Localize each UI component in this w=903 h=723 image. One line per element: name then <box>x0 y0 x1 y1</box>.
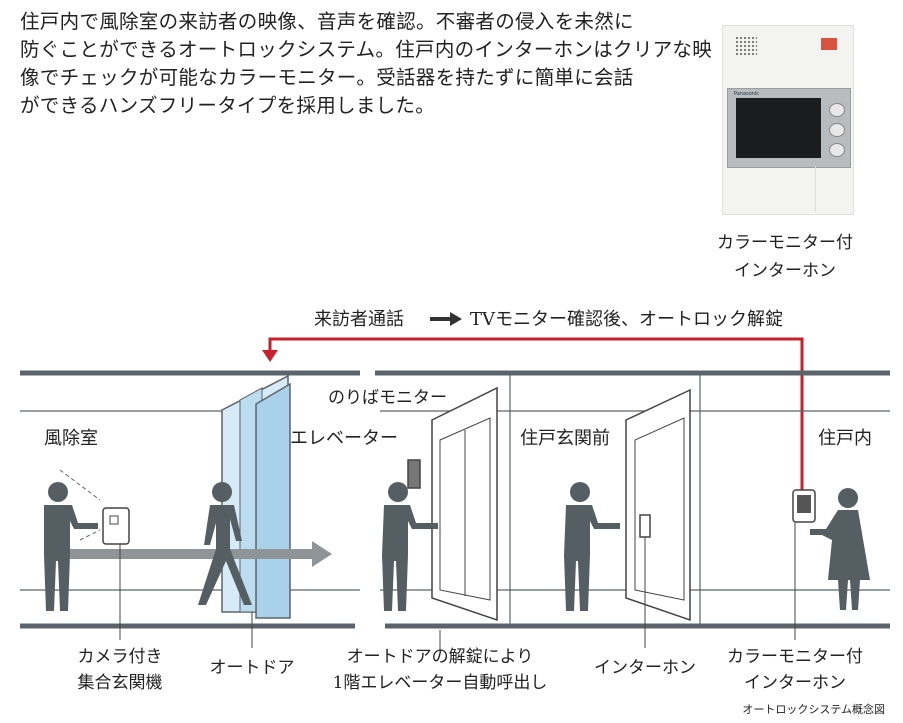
entrance-person-icon <box>564 482 620 611</box>
label-landing-monitor: のりばモニター <box>328 388 447 408</box>
door-intercom-icon <box>639 514 651 538</box>
label-monitor-intercom-2: インターホン <box>744 673 846 693</box>
home-monitor-icon <box>792 489 816 640</box>
label-elevator-call-1: オートドアの解錠により <box>347 647 534 667</box>
intro-line: ができるハンズフリータイプを採用しました。 <box>20 94 436 117</box>
monitor-button <box>829 103 845 117</box>
indicator-badge <box>821 38 837 50</box>
walking-person-icon <box>198 482 252 605</box>
elevator-door <box>407 386 498 650</box>
movement-arrow-icon <box>70 541 332 567</box>
landing-monitor-icon <box>407 459 421 489</box>
signal-arrow-icon <box>262 350 278 362</box>
monitor-panel: Panasonic <box>727 88 851 168</box>
camera-panel-icon <box>59 469 130 640</box>
label-entrance: 住戸玄関前 <box>520 428 610 449</box>
monitor-button <box>829 143 845 157</box>
figure-caption: オートロックシステム概念図 <box>742 702 885 716</box>
speaker-grille-icon <box>735 36 757 56</box>
label-elevator-call-2: 1階エレベーター自動呼出し <box>333 673 548 693</box>
label-camera-panel-1: カメラ付き <box>78 647 163 667</box>
visitor-person-icon <box>44 482 98 611</box>
flow-step-unlock: TVモニター確認後、オートロック解錠 <box>470 309 783 330</box>
resident-person-icon <box>810 488 870 610</box>
device-caption-1: カラーモニター付 <box>717 233 853 253</box>
flow-arrow-icon <box>430 312 462 326</box>
entrance-door <box>625 388 691 648</box>
label-vestibule: 風除室 <box>44 428 98 449</box>
label-auto-door: オートドア <box>210 658 295 678</box>
flow-step-call: 来訪者通話 <box>314 309 404 330</box>
monitor-screen <box>736 98 821 158</box>
label-elevator: エレベーター <box>290 428 398 449</box>
device-lower-panel <box>815 166 852 212</box>
intro-line: 防ぐことができるオートロックシステム。住戸内のインターホンはクリアな映 <box>20 38 713 61</box>
elevator-person-icon <box>382 482 438 611</box>
label-dwelling: 住戸内 <box>818 428 872 449</box>
brand-logo: Panasonic <box>734 91 760 97</box>
label-door-intercom: インターホン <box>594 658 696 678</box>
device-caption-2: インターホン <box>734 261 836 281</box>
monitor-button <box>829 123 845 137</box>
intro-line: 像でチェックが可能なカラーモニター。受話器を持たずに簡単に会話 <box>20 66 634 89</box>
signal-path <box>262 337 804 490</box>
intro-line: 住戸内で風除室の来訪者の映像、音声を確認。不審者の侵入を未然に <box>20 10 634 33</box>
label-monitor-intercom-1: カラーモニター付 <box>727 647 863 667</box>
intercom-monitor-photo: Panasonic <box>722 25 854 215</box>
auto-door <box>221 374 291 619</box>
label-camera-panel-2: 集合玄関機 <box>78 673 163 693</box>
intro-text: 住戸内で風除室の来訪者の映像、音声を確認。不審者の侵入を未然に 防ぐことができる… <box>20 8 713 120</box>
